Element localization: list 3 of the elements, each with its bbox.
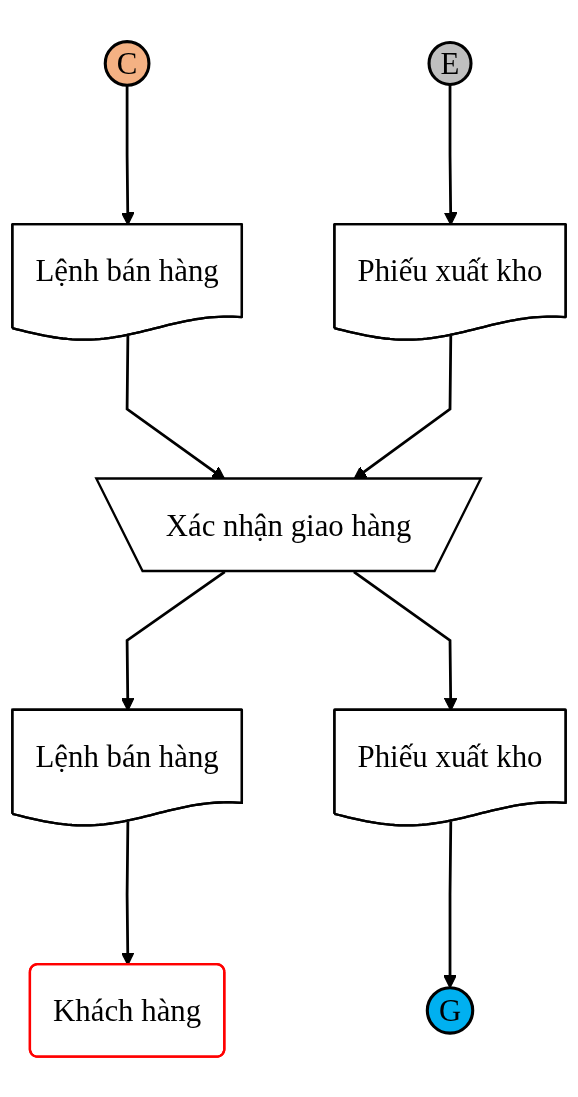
node-circle: E [427,40,473,86]
node-circle: C [103,40,151,87]
node-circle: G [425,986,475,1035]
